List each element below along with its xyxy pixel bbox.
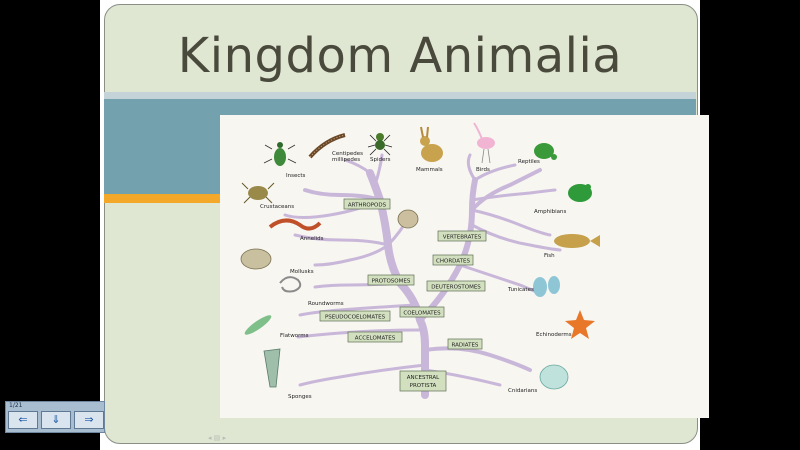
group-deuterostomes: DEUTEROSTOMES bbox=[431, 285, 481, 291]
slide-menu-button[interactable]: ⇓ bbox=[41, 411, 71, 429]
arrow-left-icon: ⇐ bbox=[18, 413, 28, 426]
frog-icon bbox=[568, 184, 592, 202]
group-labels: ARTHROPODS VERTEBRATES CHORDATES PROTOSO… bbox=[319, 198, 487, 392]
group-protista: PROTISTA bbox=[410, 383, 437, 389]
label-annelids: Annelids bbox=[300, 236, 324, 242]
fish-icon bbox=[554, 234, 600, 248]
roundworm-icon bbox=[279, 276, 302, 293]
clam-icon bbox=[240, 248, 272, 270]
sponge-icon bbox=[263, 348, 281, 388]
label-birds: Birds bbox=[476, 167, 490, 173]
label-reptiles: Reptiles bbox=[518, 159, 540, 165]
group-arthropods: ARTHROPODS bbox=[348, 203, 387, 209]
label-centipedes: Centipedes bbox=[332, 151, 363, 157]
label-crustaceans: Crustaceans bbox=[260, 204, 294, 210]
label-insects: Insects bbox=[286, 173, 306, 179]
group-coelomates: COELOMATES bbox=[403, 311, 441, 317]
slide: Kingdom Animalia bbox=[100, 0, 709, 450]
slide-counter: 1/21 bbox=[9, 402, 23, 409]
rabbit-icon bbox=[420, 126, 443, 162]
spider-icon bbox=[367, 133, 393, 156]
label-mammals: Mammals bbox=[416, 167, 443, 173]
tunicate-icon bbox=[533, 276, 560, 297]
group-pseudocoelomates: PSEUDOCOELOMATES bbox=[325, 315, 386, 321]
arrow-right-icon: ⇒ bbox=[84, 413, 94, 426]
label-echinoderms: Echinoderms bbox=[536, 332, 572, 338]
next-slide-button[interactable]: ⇒ bbox=[74, 411, 104, 429]
label-cnidarians: Cnidarians bbox=[508, 388, 537, 394]
jellyfish-icon bbox=[539, 364, 569, 390]
label-tunicates: Tunicates bbox=[507, 287, 534, 293]
phylogenetic-tree-image: ARTHROPODS VERTEBRATES CHORDATES PROTOSO… bbox=[220, 115, 709, 418]
bird-icon bbox=[473, 122, 495, 164]
crab-icon bbox=[241, 182, 275, 204]
slide-navigation: 1/21 ⇐ ⇓ ⇒ bbox=[5, 401, 105, 433]
animal-labels: Insects Centipedes millipedes Spiders Ma… bbox=[260, 151, 572, 400]
starfish-icon bbox=[565, 310, 595, 339]
label-sponges: Sponges bbox=[288, 394, 312, 400]
label-roundworms: Roundworms bbox=[308, 301, 344, 307]
label-millipedes: millipedes bbox=[332, 157, 360, 163]
phylogenetic-tree-diagram: ARTHROPODS VERTEBRATES CHORDATES PROTOSO… bbox=[240, 122, 600, 400]
tree-branches bbox=[283, 153, 562, 399]
menu-down-icon: ⇓ bbox=[51, 413, 61, 426]
animal-illustrations bbox=[240, 122, 600, 390]
scallop-icon bbox=[397, 209, 419, 229]
flatworm-icon bbox=[244, 315, 272, 335]
slide-title: Kingdom Animalia bbox=[177, 28, 623, 84]
prev-slide-button[interactable]: ⇐ bbox=[8, 411, 38, 429]
label-spiders: Spiders bbox=[370, 157, 391, 163]
turtle-icon bbox=[534, 143, 557, 160]
faint-slide-controls[interactable]: ◂ ▤ ▸ bbox=[208, 434, 227, 442]
group-ancestral: ANCESTRAL bbox=[407, 375, 440, 381]
header-thin-band bbox=[104, 92, 696, 99]
beetle-icon bbox=[263, 142, 297, 166]
group-chordates: CHORDATES bbox=[436, 259, 470, 265]
centipede-icon bbox=[308, 133, 346, 159]
group-radiates: RADIATES bbox=[452, 343, 479, 349]
label-flatworms: Flatworms bbox=[280, 333, 309, 339]
group-protostomes: PROTOSOMES bbox=[372, 279, 411, 285]
group-acoelomates: ACCELOMATES bbox=[355, 336, 396, 342]
earthworm-icon bbox=[268, 218, 322, 231]
label-mollusks: Mollusks bbox=[290, 269, 314, 275]
label-fish: Fish bbox=[544, 253, 555, 259]
group-vertebrates: VERTEBRATES bbox=[443, 235, 482, 241]
label-amphibians: Amphibians bbox=[534, 209, 567, 215]
